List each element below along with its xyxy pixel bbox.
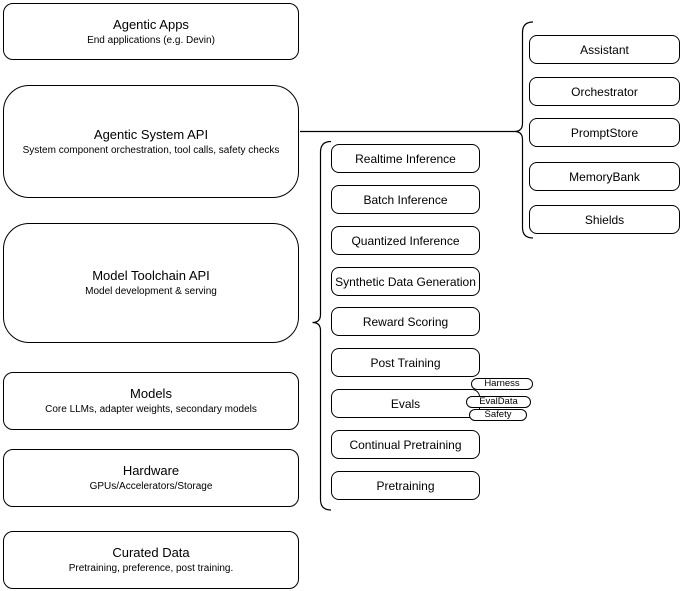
node-agentic-system-api: Agentic System API System component orch… bbox=[3, 85, 299, 198]
node-subtitle: System component orchestration, tool cal… bbox=[22, 144, 280, 156]
node-realtime-inference: Realtime Inference bbox=[331, 144, 480, 173]
node-subtitle: Core LLMs, adapter weights, secondary mo… bbox=[45, 404, 257, 415]
node-subtitle: Model development & serving bbox=[85, 286, 217, 297]
node-hardware: Hardware GPUs/Accelerators/Storage bbox=[3, 449, 299, 507]
node-orchestrator: Orchestrator bbox=[529, 77, 680, 106]
node-title: Agentic System API bbox=[93, 126, 209, 142]
tag-evaldata: EvalData bbox=[466, 396, 531, 408]
node-agentic-apps: Agentic Apps End applications (e.g. Devi… bbox=[3, 3, 299, 60]
node-models: Models Core LLMs, adapter weights, secon… bbox=[3, 372, 299, 430]
node-title: Hardware bbox=[122, 463, 180, 478]
node-memorybank: MemoryBank bbox=[529, 162, 680, 191]
tag-harness: Harness bbox=[471, 378, 533, 390]
node-subtitle: End applications (e.g. Devin) bbox=[87, 34, 215, 46]
node-title: Models bbox=[130, 386, 172, 401]
node-synthetic-data-generation: Synthetic Data Generation bbox=[331, 267, 480, 296]
node-subtitle: Pretraining, preference, post training. bbox=[68, 563, 234, 574]
node-pretraining: Pretraining bbox=[331, 471, 480, 500]
node-model-toolchain-api: Model Toolchain API Model development & … bbox=[3, 223, 299, 343]
node-evals: Evals bbox=[331, 389, 480, 418]
node-assistant: Assistant bbox=[529, 35, 680, 64]
toolchain-group-brace bbox=[312, 140, 332, 511]
node-continual-pretraining: Continual Pretraining bbox=[331, 430, 480, 459]
node-promptstore: PromptStore bbox=[529, 118, 680, 147]
node-title: Model Toolchain API bbox=[92, 268, 210, 283]
node-quantized-inference: Quantized Inference bbox=[331, 226, 480, 255]
node-shields: Shields bbox=[529, 205, 680, 234]
node-title: Curated Data bbox=[112, 545, 190, 560]
tag-safety: Safety bbox=[469, 409, 527, 421]
node-subtitle: GPUs/Accelerators/Storage bbox=[89, 481, 213, 492]
node-title: Agentic Apps bbox=[113, 16, 189, 32]
node-batch-inference: Batch Inference bbox=[331, 185, 480, 214]
node-curated-data: Curated Data Pretraining, preference, po… bbox=[3, 531, 299, 589]
node-reward-scoring: Reward Scoring bbox=[331, 307, 480, 336]
node-post-training: Post Training bbox=[331, 348, 480, 377]
